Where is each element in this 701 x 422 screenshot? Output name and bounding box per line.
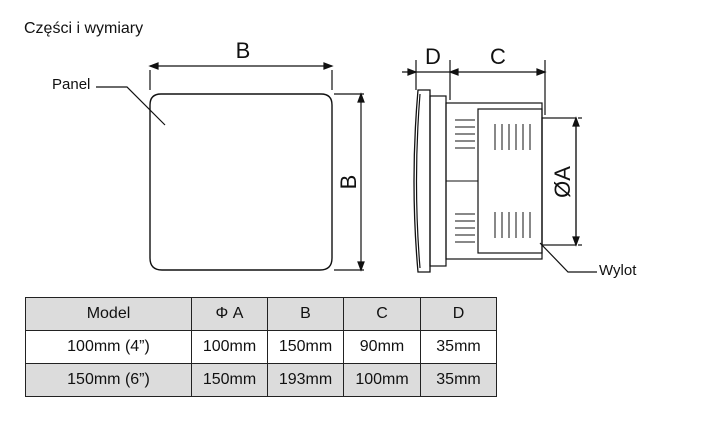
table-cell: 35mm bbox=[420, 330, 497, 364]
table-cell: 150mm bbox=[191, 363, 268, 397]
technical-drawing: B B D C ØA bbox=[96, 38, 597, 273]
table-cell: 100mm bbox=[343, 363, 421, 397]
table-cell: 193mm bbox=[267, 363, 344, 397]
table-cell: 100mm bbox=[191, 330, 268, 364]
table-row: 150mm (6”) 150mm 193mm 100mm 35mm bbox=[25, 363, 497, 397]
side-panel-outline bbox=[413, 89, 431, 273]
depth-c-label: C bbox=[490, 44, 506, 69]
header-diameter: Φ A bbox=[191, 297, 268, 331]
front-height-label: B bbox=[336, 175, 361, 190]
specs-table: Model Φ A B C D 100mm (4”) 100mm 150mm 9… bbox=[25, 297, 497, 397]
front-panel-outline bbox=[149, 93, 333, 271]
table-row: 100mm (4”) 100mm 150mm 90mm 35mm bbox=[25, 330, 497, 364]
table-cell: 150mm (6”) bbox=[25, 363, 192, 397]
table-header-row: Model Φ A B C D bbox=[25, 297, 497, 331]
panel-leader-line bbox=[96, 86, 166, 126]
page-heading: Części i wymiary bbox=[24, 20, 144, 37]
front-width-label: B bbox=[236, 38, 251, 63]
panel-label: Panel bbox=[52, 76, 91, 93]
depth-d-label: D bbox=[425, 44, 441, 69]
header-b: B bbox=[267, 297, 344, 331]
table-cell: 150mm bbox=[267, 330, 344, 364]
header-model: Model bbox=[25, 297, 192, 331]
diameter-label: ØA bbox=[550, 166, 575, 198]
housing-ribs bbox=[446, 119, 531, 243]
outlet-leader-line bbox=[539, 242, 597, 273]
table-cell: 100mm (4”) bbox=[25, 330, 192, 364]
table-cell: 90mm bbox=[343, 330, 421, 364]
header-c: C bbox=[343, 297, 421, 331]
table-cell: 35mm bbox=[420, 363, 497, 397]
outlet-label: Wylot bbox=[599, 262, 637, 279]
header-d: D bbox=[420, 297, 497, 331]
